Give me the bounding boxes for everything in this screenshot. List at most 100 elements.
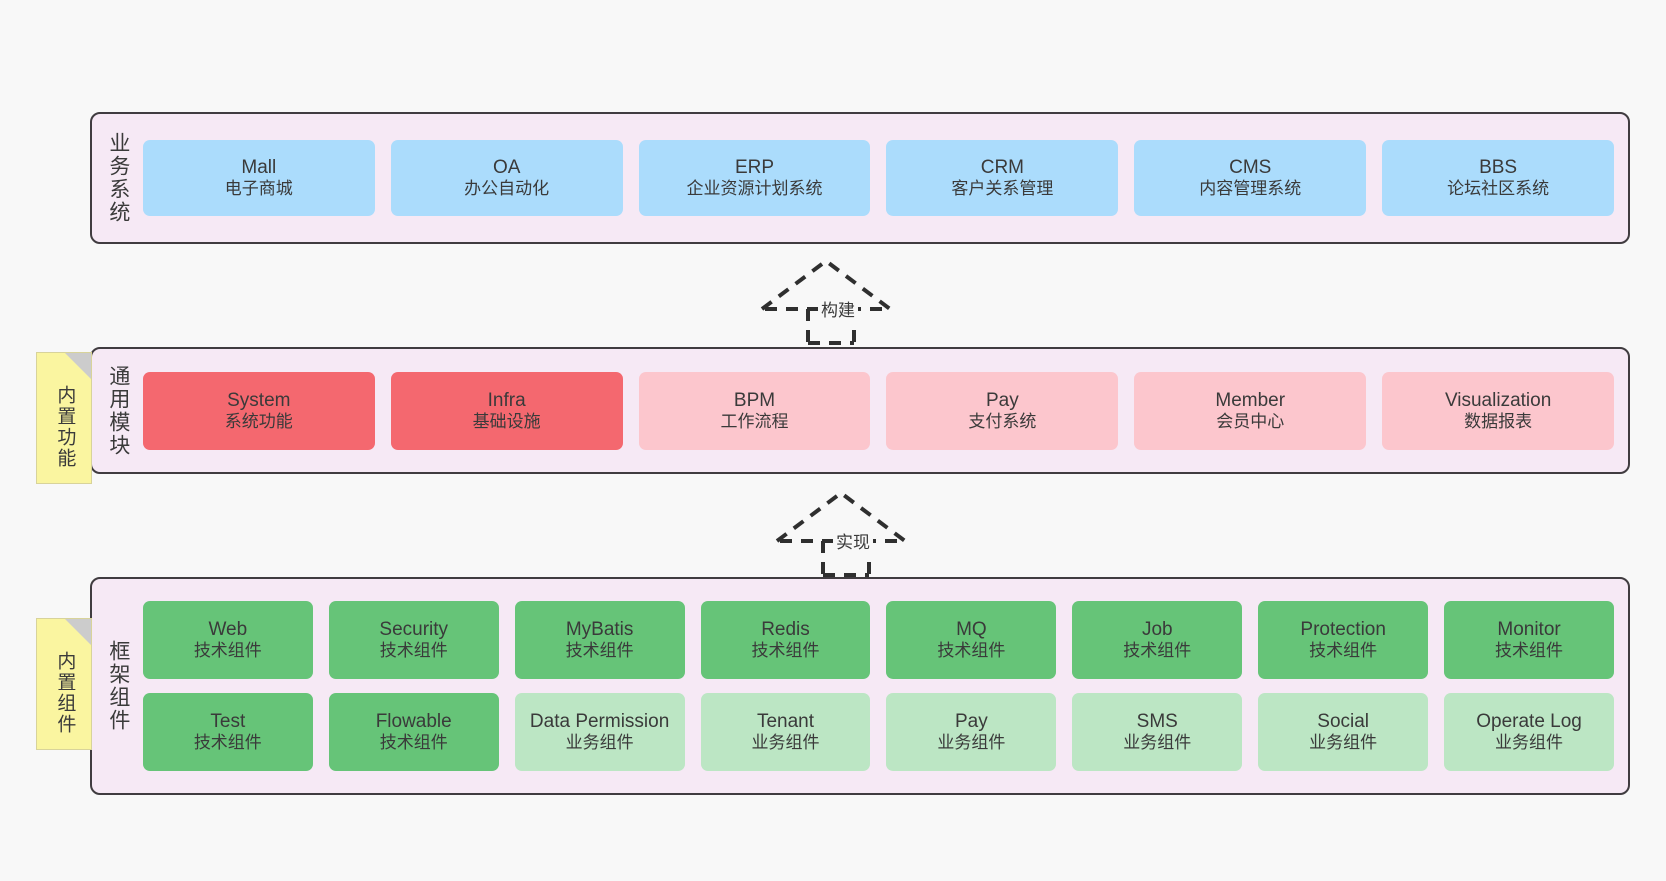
card-visualization[interactable]: Visualization 数据报表 xyxy=(1382,371,1615,450)
note-fold-icon xyxy=(65,619,91,645)
layer-common-modules: 通用模块 System 系统功能 Infra 基础设施 BPM 工作流程 Pay… xyxy=(90,347,1630,474)
card-subtitle: 业务组件 xyxy=(1309,733,1378,753)
card-subtitle: 业务组件 xyxy=(751,733,820,753)
card-subtitle: 技术组件 xyxy=(751,641,820,661)
connector-build: 构建 xyxy=(756,255,940,345)
card-subtitle: 基础设施 xyxy=(472,411,541,431)
note-fold-icon xyxy=(65,353,91,379)
card-title: SMS xyxy=(1136,711,1178,733)
layer-business-system: 业务系统 Mall 电子商城 OA 办公自动化 ERP 企业资源计划系统 CRM… xyxy=(90,112,1630,244)
card-infra[interactable]: Infra 基础设施 xyxy=(390,371,623,450)
card-title: Job xyxy=(1141,619,1173,641)
card-bbs[interactable]: BBS 论坛社区系统 xyxy=(1382,140,1615,216)
card-title: Social xyxy=(1317,711,1370,733)
card-subtitle: 工作流程 xyxy=(720,411,789,431)
card-subtitle: 业务组件 xyxy=(1123,733,1192,753)
card-title: Pay xyxy=(986,389,1019,411)
card-title: System xyxy=(227,389,291,411)
layer-body-framework: Web 技术组件 Security 技术组件 MyBatis 技术组件 Redi… xyxy=(141,579,1628,793)
note-builtin-function: 内置功能 xyxy=(36,352,92,484)
card-title: Data Permission xyxy=(529,711,670,733)
card-mall[interactable]: Mall 电子商城 xyxy=(142,140,375,216)
layer-title-framework: 框架组件 xyxy=(106,640,130,732)
card-member[interactable]: Member 会员中心 xyxy=(1134,371,1367,450)
card-subtitle: 技术组件 xyxy=(1495,641,1564,661)
card-title: Mall xyxy=(241,157,277,179)
card-subtitle: 技术组件 xyxy=(193,733,262,753)
card-title: Security xyxy=(379,619,449,641)
card-operate-log[interactable]: Operate Log 业务组件 xyxy=(1444,693,1614,771)
card-data-permission[interactable]: Data Permission 业务组件 xyxy=(514,693,685,771)
connector-build-label: 构建 xyxy=(818,295,858,322)
card-cms[interactable]: CMS 内容管理系统 xyxy=(1134,140,1367,216)
card-subtitle: 业务组件 xyxy=(565,733,634,753)
card-subtitle: 技术组件 xyxy=(565,641,634,661)
card-subtitle: 企业资源计划系统 xyxy=(686,179,823,199)
card-row: Test 技术组件 Flowable 技术组件 Data Permission … xyxy=(142,693,1614,771)
card-title: BBS xyxy=(1479,157,1518,179)
card-title: Protection xyxy=(1300,619,1386,641)
card-title: Visualization xyxy=(1444,389,1552,411)
layer-body-modules: System 系统功能 Infra 基础设施 BPM 工作流程 Pay 支付系统… xyxy=(141,349,1628,472)
card-title: BPM xyxy=(733,389,776,411)
card-erp[interactable]: ERP 企业资源计划系统 xyxy=(638,140,871,216)
card-system[interactable]: System 系统功能 xyxy=(142,371,375,450)
connector-implement: 实现 xyxy=(771,487,955,577)
card-bpm[interactable]: BPM 工作流程 xyxy=(638,371,871,450)
card-pay[interactable]: Pay 支付系统 xyxy=(886,371,1119,450)
card-subtitle: 系统功能 xyxy=(224,411,293,431)
card-row: System 系统功能 Infra 基础设施 BPM 工作流程 Pay 支付系统… xyxy=(142,371,1615,450)
card-title: CMS xyxy=(1229,157,1272,179)
layer-framework-components: 框架组件 Web 技术组件 Security 技术组件 MyBatis 技术组件… xyxy=(90,577,1630,795)
card-subtitle: 技术组件 xyxy=(193,641,262,661)
layer-title-business: 业务系统 xyxy=(106,132,130,224)
card-title: Operate Log xyxy=(1476,711,1582,733)
card-title: Test xyxy=(210,711,246,733)
card-title: OA xyxy=(492,157,521,179)
card-job[interactable]: Job 技术组件 xyxy=(1072,601,1243,679)
card-flowable[interactable]: Flowable 技术组件 xyxy=(328,693,499,771)
card-title: Web xyxy=(208,619,248,641)
card-title: ERP xyxy=(734,157,775,179)
card-web[interactable]: Web 技术组件 xyxy=(142,601,313,679)
connector-implement-label: 实现 xyxy=(833,527,873,554)
card-subtitle: 技术组件 xyxy=(1309,641,1378,661)
card-protection[interactable]: Protection 技术组件 xyxy=(1258,601,1429,679)
card-subtitle: 技术组件 xyxy=(379,641,448,661)
card-title: Tenant xyxy=(756,711,815,733)
card-crm[interactable]: CRM 客户关系管理 xyxy=(886,140,1119,216)
card-redis[interactable]: Redis 技术组件 xyxy=(700,601,871,679)
card-subtitle: 内容管理系统 xyxy=(1199,179,1302,199)
card-subtitle: 客户关系管理 xyxy=(951,179,1054,199)
card-subtitle: 数据报表 xyxy=(1464,411,1533,431)
card-row: Mall 电子商城 OA 办公自动化 ERP 企业资源计划系统 CRM 客户关系… xyxy=(142,140,1615,216)
card-subtitle: 支付系统 xyxy=(968,411,1037,431)
card-security[interactable]: Security 技术组件 xyxy=(328,601,499,679)
card-mybatis[interactable]: MyBatis 技术组件 xyxy=(514,601,685,679)
card-sms[interactable]: SMS 业务组件 xyxy=(1072,693,1243,771)
layer-title-modules: 通用模块 xyxy=(106,364,130,457)
card-title: Member xyxy=(1215,389,1286,411)
card-mq[interactable]: MQ 技术组件 xyxy=(886,601,1057,679)
note-builtin-component-label: 内置组件 xyxy=(54,651,76,735)
card-social[interactable]: Social 业务组件 xyxy=(1258,693,1429,771)
card-title: Pay xyxy=(955,711,988,733)
card-title: Monitor xyxy=(1497,619,1561,641)
card-tenant[interactable]: Tenant 业务组件 xyxy=(700,693,871,771)
card-row: Web 技术组件 Security 技术组件 MyBatis 技术组件 Redi… xyxy=(142,601,1614,679)
note-builtin-component: 内置组件 xyxy=(36,618,92,750)
card-pay-business[interactable]: Pay 业务组件 xyxy=(886,693,1057,771)
card-title: MQ xyxy=(956,619,987,641)
card-subtitle: 论坛社区系统 xyxy=(1447,179,1550,199)
card-oa[interactable]: OA 办公自动化 xyxy=(390,140,623,216)
card-monitor[interactable]: Monitor 技术组件 xyxy=(1444,601,1614,679)
card-subtitle: 技术组件 xyxy=(379,733,448,753)
card-title: CRM xyxy=(980,157,1025,179)
card-title: Infra xyxy=(487,389,526,411)
layer-body-business: Mall 电子商城 OA 办公自动化 ERP 企业资源计划系统 CRM 客户关系… xyxy=(141,114,1628,242)
note-builtin-function-label: 内置功能 xyxy=(54,385,76,469)
card-title: Flowable xyxy=(375,711,452,733)
card-test[interactable]: Test 技术组件 xyxy=(142,693,313,771)
card-subtitle: 技术组件 xyxy=(937,641,1006,661)
